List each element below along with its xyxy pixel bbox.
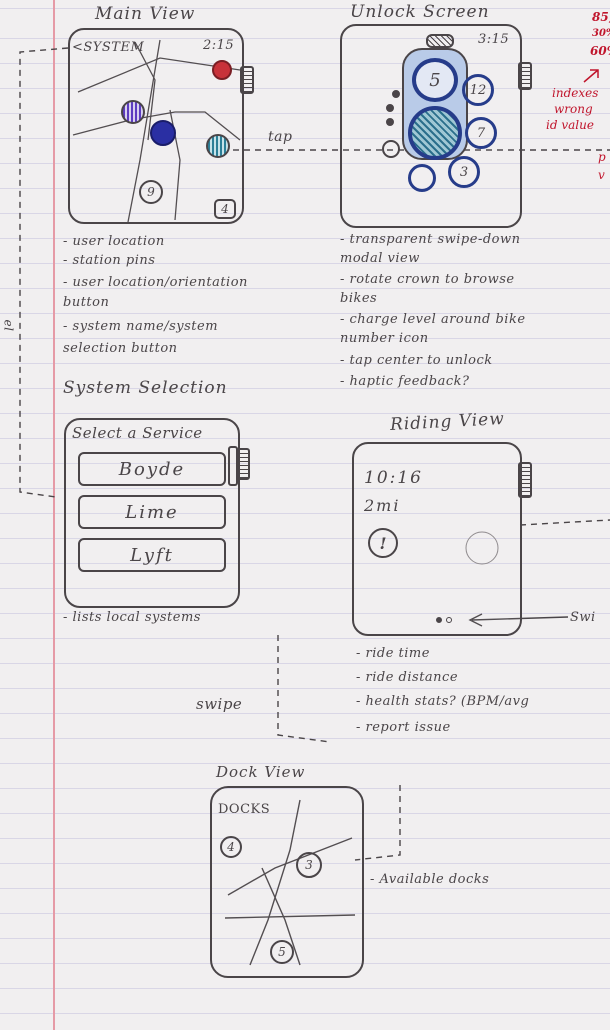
service-option-lyft[interactable]: Lyft — [78, 538, 226, 572]
note-line: - haptic feedback? — [340, 374, 470, 389]
red-note: wrong — [554, 102, 593, 116]
scrollbar[interactable] — [228, 446, 238, 486]
note-line: - charge level around bike — [340, 312, 526, 327]
note-line: - ride time — [356, 646, 430, 661]
page-dot — [386, 118, 394, 126]
system-selection-heading: System Selection — [63, 378, 228, 398]
note-line: - station pins — [63, 253, 156, 268]
ride-time: 10:16 — [364, 468, 423, 488]
page-dot — [392, 90, 400, 98]
user-location-pin[interactable] — [150, 120, 176, 146]
service-option-boyde[interactable]: Boyde — [78, 452, 226, 486]
margin-line — [53, 0, 55, 1030]
note-line: - tap center to unlock — [340, 353, 493, 368]
page-dot — [382, 140, 400, 158]
note-line: - report issue — [356, 720, 451, 735]
note-line: number icon — [340, 331, 429, 346]
page-dot — [436, 617, 442, 623]
red-note: v — [598, 168, 605, 182]
system-selection-watch — [64, 418, 240, 608]
station-pin-teal[interactable] — [206, 134, 230, 158]
orientation-button[interactable]: 4 — [214, 199, 236, 219]
connector-riding-right — [519, 519, 610, 526]
page-dot — [386, 104, 394, 112]
docks-title: DOCKS — [218, 802, 271, 817]
note-line: - system name/system — [63, 319, 219, 334]
note-line: - transparent swipe-down — [340, 232, 521, 247]
system-selection-crown[interactable] — [236, 448, 250, 480]
riding-view-crown[interactable] — [518, 462, 532, 498]
unlock-screen-time: 3:15 — [478, 32, 510, 47]
bike-icon[interactable]: 5 — [412, 58, 458, 102]
main-view-crown[interactable] — [240, 66, 254, 94]
select-service-title: Select a Service — [72, 424, 203, 442]
main-view-heading: Main View — [95, 4, 196, 24]
connector-main-to-selection — [19, 47, 69, 498]
selected-bike-icon[interactable] — [408, 106, 462, 160]
red-note: indexes — [552, 86, 599, 100]
system-selection-button[interactable]: <SYSTEM — [72, 40, 145, 55]
red-note: id value — [546, 118, 594, 132]
note-line: bikes — [340, 291, 378, 306]
note-line: modal view — [340, 251, 420, 266]
dock-badge[interactable]: 5 — [270, 940, 294, 964]
swipe-label: Swi — [570, 610, 596, 625]
note-line: - user location — [63, 234, 165, 249]
note-line: selection button — [63, 341, 178, 356]
bike-icon[interactable]: 7 — [465, 117, 497, 149]
tap-label: tap — [268, 129, 293, 145]
note-line: button — [63, 295, 110, 310]
margin-mark: el — [1, 319, 16, 332]
station-pin-purple[interactable] — [121, 100, 145, 124]
dock-badge[interactable]: 4 — [220, 836, 242, 858]
red-note: p — [598, 150, 606, 164]
report-issue-button[interactable]: ! — [368, 528, 398, 558]
connector-dock-right — [354, 785, 401, 861]
ride-distance: 2mi — [364, 496, 401, 515]
dock-view-note: - Available docks — [370, 872, 490, 887]
page-dot — [446, 617, 452, 623]
note-line: - ride distance — [356, 670, 459, 685]
station-pin-red[interactable] — [212, 60, 232, 80]
dock-badge[interactable]: 3 — [296, 852, 322, 878]
unlock-screen-crown[interactable] — [518, 62, 532, 90]
scroll-indicator — [426, 34, 454, 48]
note-line: - user location/orientation — [63, 275, 248, 290]
note-line: - health stats? (BPM/avg — [356, 694, 530, 709]
bike-icon[interactable]: 12 — [462, 74, 494, 106]
bike-icon[interactable]: 3 — [448, 156, 480, 188]
red-note: 30% — [592, 28, 610, 39]
unlock-screen-heading: Unlock Screen — [350, 2, 490, 22]
note-line: - rotate crown to browse — [340, 272, 515, 287]
bike-icon-small[interactable] — [408, 164, 436, 192]
red-note: 85, — [592, 10, 610, 24]
red-note: 60% — [590, 44, 610, 58]
system-selection-note: - lists local systems — [63, 610, 201, 625]
connector-riding-to-dock — [277, 635, 331, 743]
dock-count-badge: 9 — [139, 180, 163, 204]
service-option-lime[interactable]: Lime — [78, 495, 226, 529]
dock-view-heading: Dock View — [216, 763, 306, 781]
swipe-connector-label: swipe — [196, 695, 243, 713]
main-view-time: 2:15 — [203, 38, 235, 53]
